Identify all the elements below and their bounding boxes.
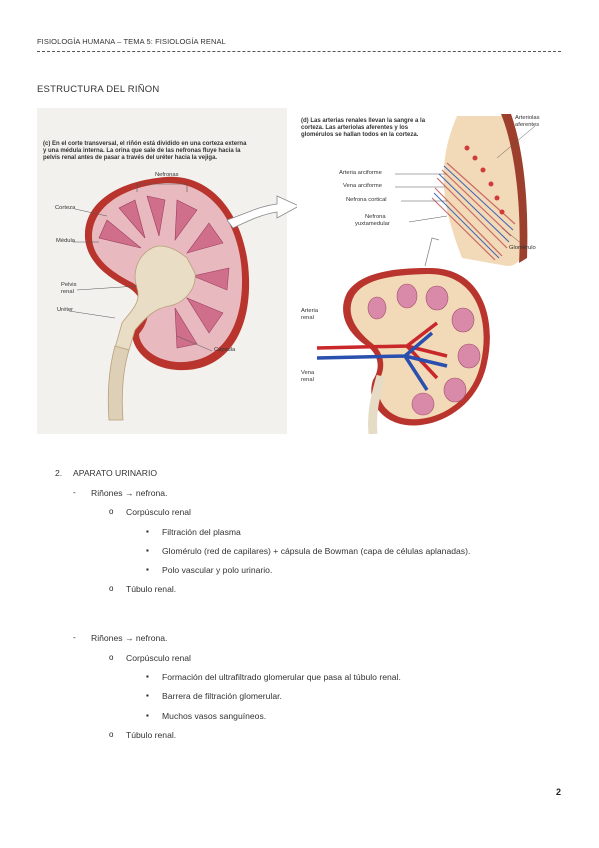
renal-vasculature-illustration (316, 114, 536, 434)
list-item: Corpúsculo renal (126, 653, 191, 663)
label-vena-renal-2: renal (301, 377, 314, 383)
panel-c-kidney-section: (c) En el corte transversal, el riñón es… (37, 108, 287, 434)
list-item: Túbulo renal. (126, 584, 177, 594)
label-glomerulo: Glomérulo (509, 245, 536, 251)
label-vena-arciforme: Vena arciforme (343, 183, 382, 189)
list-item: Barrera de filtración glomerular. (162, 691, 282, 701)
list-marker-square: ▪ (146, 672, 149, 681)
label-vena-renal-1: Vena (301, 370, 315, 376)
label-corteza: Corteza (55, 205, 76, 211)
list-number: 2. (55, 468, 63, 478)
list-marker-square: ▪ (146, 546, 149, 555)
arrow-icon (226, 195, 300, 229)
list-marker-circle: o (109, 653, 114, 662)
list-marker-square: ▪ (146, 691, 149, 700)
list-marker-dash: - (73, 633, 76, 642)
page-header: FISIOLOGÍA HUMANA – TEMA 5: FISIOLOGÍA R… (37, 37, 226, 46)
list-item: Túbulo renal. (126, 730, 177, 740)
list-marker-circle: o (109, 507, 114, 516)
page-number: 2 (555, 787, 561, 797)
list-marker-square: ▪ (146, 711, 149, 720)
list-item: Corpúsculo renal (126, 507, 191, 517)
label-arteria-arciforme: Arteria arciforme (339, 170, 382, 176)
label-arteria-renal-2: renal (301, 315, 314, 321)
list-item: Polo vascular y polo urinario. (162, 565, 273, 575)
list-heading: APARATO URINARIO (73, 468, 158, 478)
label-nefrona-yuxta-2: yuxtamedular (355, 221, 390, 227)
list-marker-square: ▪ (146, 527, 149, 536)
label-ureter: Uréter (57, 307, 74, 313)
label-medula: Médula (56, 238, 76, 244)
label-nefronas: Nefronas (155, 172, 179, 178)
caption-c: (c) En el corte transversal, el riñón es… (43, 141, 247, 162)
label-nefrona-cortical: Nefrona cortical (346, 197, 387, 203)
label-arteriolas-1: Arteriolas (515, 115, 540, 121)
kidney-cross-section-illustration (68, 176, 250, 421)
list-item: Muchos vasos sanguíneos. (162, 711, 267, 721)
list-marker-dash: - (73, 488, 76, 497)
label-arteriolas-2: aferentes (515, 122, 540, 128)
label-pelvis-1: Pelvis (61, 282, 77, 288)
list-marker-circle: o (109, 730, 114, 739)
section-title: ESTRUCTURA DEL RIÑON (37, 84, 160, 95)
header-divider (37, 51, 561, 52)
list-marker-circle: o (109, 584, 114, 593)
panel-d-renal-vasculature: (d) Las arterias renales llevan la sangr… (297, 108, 561, 434)
list-item: Riñones → nefrona. (91, 633, 168, 643)
list-item: Glomérulo (red de capilares) + cápsula d… (162, 546, 471, 556)
label-arteria-renal-1: Arteria (301, 308, 319, 314)
kidney-figure: (c) En el corte transversal, el riñón es… (37, 108, 561, 434)
label-nefrona-yuxta-1: Nefrona (365, 214, 386, 220)
list-item: Riñones → nefrona. (91, 488, 168, 498)
caption-d: (d) Las arterias renales llevan la sangr… (301, 118, 426, 139)
label-capsula: Cápsula (214, 347, 236, 353)
list-marker-square: ▪ (146, 565, 149, 574)
list-item: Formación del ultrafiltrado glomerular q… (162, 672, 401, 682)
list-item: Filtración del plasma (162, 527, 241, 537)
label-pelvis-2: renal (61, 289, 74, 295)
